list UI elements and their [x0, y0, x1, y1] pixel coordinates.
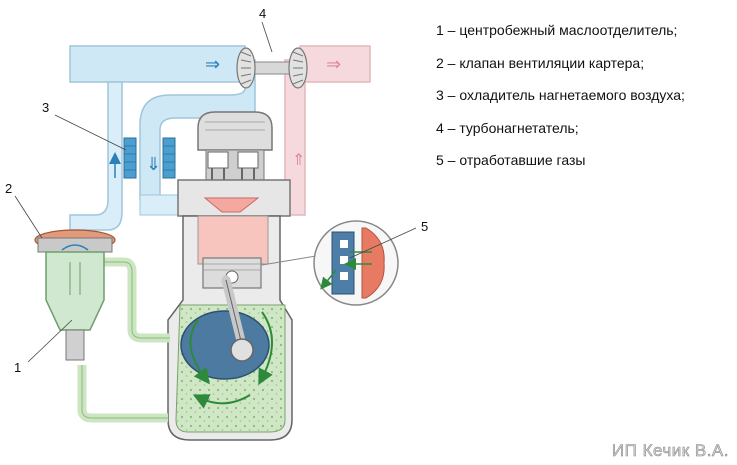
intake-air-duct: ⇒ ⇓: [69, 45, 256, 231]
legend-item-1: 1 – центробежный маслоотделитель;: [436, 22, 678, 38]
ventilation-tubes: [77, 257, 170, 423]
svg-text:⇑: ⇑: [292, 150, 305, 169]
callout-5: 5: [421, 219, 428, 234]
legend-item-2: 2 – клапан вентиляции картера;: [436, 54, 645, 71]
callout-3: 3: [42, 100, 49, 115]
legend-item-5: 5 – отработавшие газы: [436, 152, 586, 168]
svg-text:⇒: ⇒: [205, 54, 220, 75]
svg-text:⇒: ⇒: [326, 54, 341, 75]
turbocharger: [236, 47, 308, 89]
callout-1: 1: [14, 360, 21, 375]
callout-4: 4: [259, 6, 266, 21]
legend-item-3: 3 – охладитель нагнетаемого воздуха;: [436, 87, 685, 103]
callout-2: 2: [5, 181, 12, 196]
credit-watermark: ИП Кечик В.А.: [611, 441, 729, 461]
centrifugal-oil-separator: [34, 229, 116, 361]
blow-by-gas-detail: [261, 220, 399, 306]
callout-leaders: [14, 21, 417, 363]
legend-item-4: 4 – турбонагнетатель;: [436, 119, 579, 136]
charge-air-cooler: [123, 137, 176, 179]
legend: 1 – центробежный маслоотделитель; 2 – кл…: [436, 20, 736, 183]
engine: [167, 111, 293, 441]
svg-text:⇓: ⇓: [146, 154, 161, 175]
